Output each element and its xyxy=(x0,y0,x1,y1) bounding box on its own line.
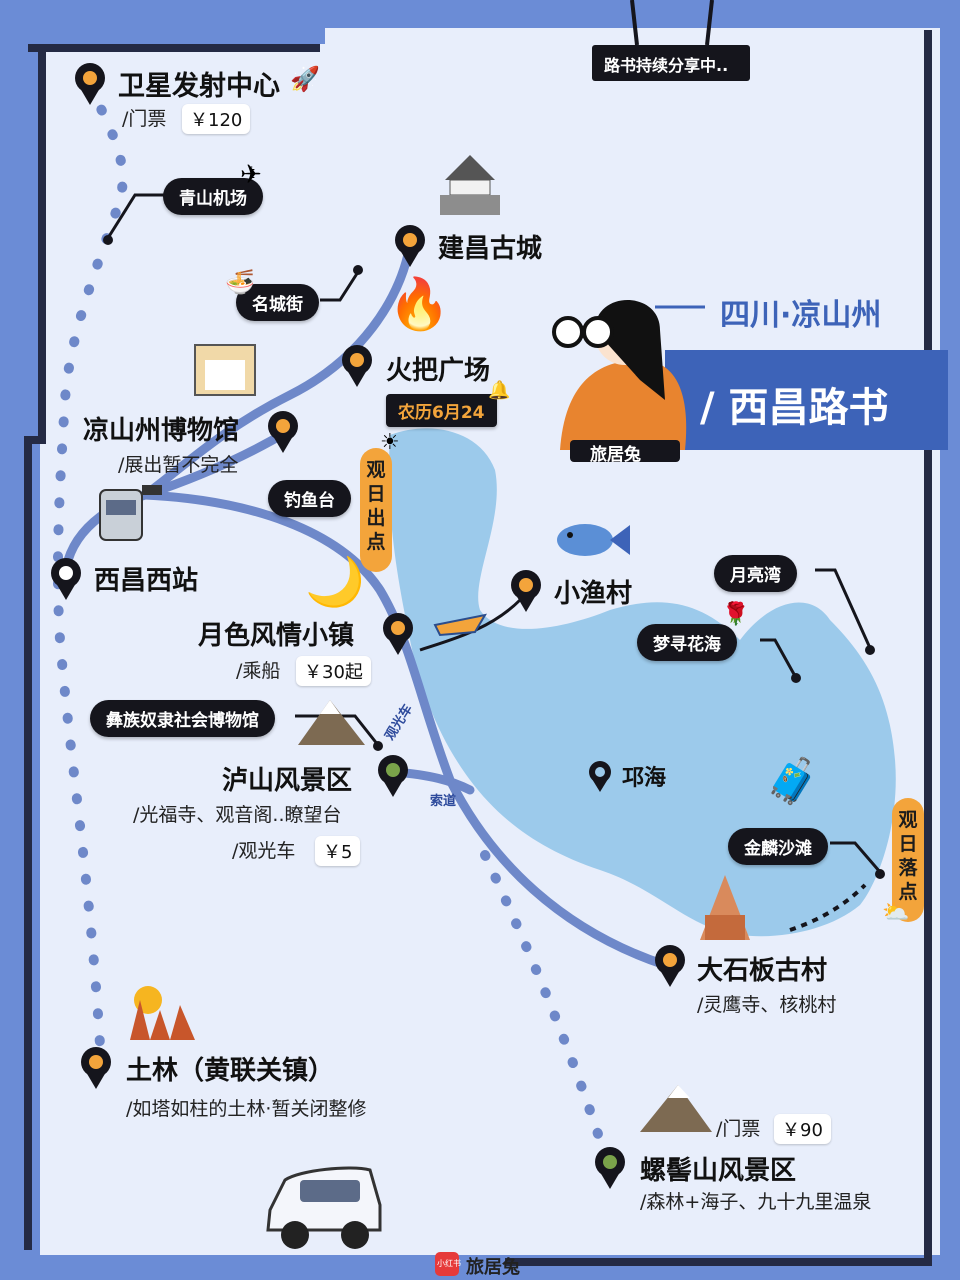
moon-town-price: ￥30起 xyxy=(296,656,371,686)
moon-icon: 🌙 xyxy=(305,554,365,610)
lushan-price: ￥5 xyxy=(315,836,361,866)
snowcap-icon xyxy=(320,700,340,714)
place-dashiban[interactable]: 大石板古村 xyxy=(697,956,828,986)
earth-forest-icon xyxy=(130,986,195,1040)
lake-qionghai xyxy=(389,428,896,937)
place-mingcheng[interactable]: 名城街 xyxy=(236,284,319,321)
place-ancient-city[interactable]: 建昌古城 xyxy=(438,234,543,264)
route-lakeside xyxy=(140,490,670,970)
place-sunrise[interactable]: 观日出点 xyxy=(360,448,392,572)
label-cableway: 索道 xyxy=(430,794,457,809)
museum-sub: /展出暂不完全 xyxy=(118,454,239,476)
sunset-icon: ⛅ xyxy=(882,900,910,925)
fire-icon: 🔥 xyxy=(388,275,451,333)
pin-xichang-west xyxy=(51,558,81,600)
moon-town-sub: /乘船 xyxy=(236,660,281,682)
rocket-icon: 🚀 xyxy=(290,65,320,93)
sign-string xyxy=(705,0,714,46)
place-airport[interactable]: 青山机场 xyxy=(163,178,263,215)
satellite-price: ￥120 xyxy=(182,104,251,134)
route-city-line xyxy=(140,240,415,500)
luoji-sub: /森林+海子、九十九里温泉 xyxy=(640,1191,872,1213)
museum-building-icon xyxy=(194,344,256,396)
luoji-price: ￥90 xyxy=(774,1114,831,1144)
rose-icon: 🌹 xyxy=(722,602,750,627)
lushan-sub: /光福寺、观音阁..瞭望台 xyxy=(133,804,342,826)
boat-icon xyxy=(433,613,487,637)
place-sunset[interactable]: 观日落点 xyxy=(892,798,924,922)
sun-icon: ☀ xyxy=(380,430,400,455)
mascot-label: 旅居兔 xyxy=(590,445,641,465)
snowcap-icon xyxy=(668,1085,690,1098)
mountain-icon-luoji xyxy=(640,1085,712,1132)
couple-icon: 🧳 xyxy=(765,756,820,807)
place-tulin[interactable]: 土林（黄联关镇） xyxy=(126,1056,335,1086)
place-qionghai[interactable]: 邛海 xyxy=(622,766,667,791)
region-label: 四川·凉山州 xyxy=(720,298,882,333)
place-torch-square[interactable]: 火把广场 xyxy=(386,356,491,386)
pin-moon-town xyxy=(383,613,413,655)
pin-torch-square xyxy=(342,345,372,387)
sign-board xyxy=(592,45,750,81)
mascot-illustration xyxy=(552,300,687,462)
place-museum[interactable]: 凉山州博物馆 xyxy=(83,416,240,446)
airplane-icon: ✈ xyxy=(240,160,262,190)
place-flower-sea[interactable]: 梦寻花海 xyxy=(637,624,737,661)
place-lushan[interactable]: 泸山风景区 xyxy=(222,766,353,796)
title-banner xyxy=(665,350,948,450)
page-title: / 西昌路书 xyxy=(700,385,889,431)
sign-string xyxy=(630,0,639,46)
place-moon-town[interactable]: 月色风情小镇 xyxy=(198,621,355,651)
torch-date: 农历6月24 xyxy=(386,394,497,427)
fish-icon xyxy=(557,524,630,556)
castle-icon xyxy=(440,155,500,215)
footer-badge xyxy=(435,1252,459,1276)
leader-dot xyxy=(103,235,113,245)
pin-dashiban xyxy=(655,945,685,987)
noodle-bowl-icon: 🍜 xyxy=(225,268,255,296)
pin-lushan xyxy=(378,755,408,797)
place-golden-beach[interactable]: 金麟沙滩 xyxy=(728,828,828,865)
leader-moonbay xyxy=(815,568,872,649)
tulin-sub: /如塔如柱的土林·暂关闭整修 xyxy=(126,1098,367,1120)
mountain-icon-lushan xyxy=(298,700,365,745)
lushan-car: /观光车 xyxy=(232,840,296,862)
leader-dot xyxy=(865,645,875,655)
pagoda-icon xyxy=(700,875,750,940)
place-yi-museum[interactable]: 彝族奴隶社会博物馆 xyxy=(90,700,275,737)
pin-tulin xyxy=(81,1047,111,1089)
place-xichang-west[interactable]: 西昌西站 xyxy=(94,566,199,596)
footer-brand: 旅居兔 xyxy=(466,1257,520,1278)
bell-icon: 🔔 xyxy=(488,380,511,401)
leader-beach xyxy=(830,841,882,873)
place-fish-village[interactable]: 小渔村 xyxy=(554,579,633,609)
leader-dot xyxy=(791,673,801,683)
leader-airport xyxy=(106,193,165,239)
leader-dot xyxy=(875,869,885,879)
pin-fish-village xyxy=(511,570,541,612)
pin-satellite xyxy=(75,63,105,105)
leader-flower xyxy=(760,638,797,677)
dashiban-sub: /灵鹰寺、核桃村 xyxy=(697,994,837,1016)
place-moon-bay[interactable]: 月亮湾 xyxy=(714,555,797,592)
train-icon xyxy=(99,485,162,541)
place-luoji[interactable]: 螺髻山风景区 xyxy=(640,1156,797,1186)
footer-badge-text: 小红书 xyxy=(437,1259,461,1268)
leader-yi xyxy=(295,714,380,746)
place-satellite[interactable]: 卫星发射中心 xyxy=(118,71,280,102)
pin-qionghai xyxy=(589,761,611,792)
route-dotted-west xyxy=(52,80,128,1050)
car-illustration xyxy=(266,1166,382,1249)
pin-museum xyxy=(268,411,298,453)
place-fishing[interactable]: 钓鱼台 xyxy=(268,480,351,517)
leader-dot xyxy=(373,741,383,751)
luoji-ticket: /门票 xyxy=(716,1118,761,1140)
pin-luoji xyxy=(595,1147,625,1189)
satellite-sub: /门票 xyxy=(122,108,167,130)
leader-dot xyxy=(353,265,363,275)
sign-text: 路书持续分享中.. xyxy=(604,56,729,75)
pin-ancient-city xyxy=(395,225,425,267)
leader-mingcheng xyxy=(320,271,360,302)
